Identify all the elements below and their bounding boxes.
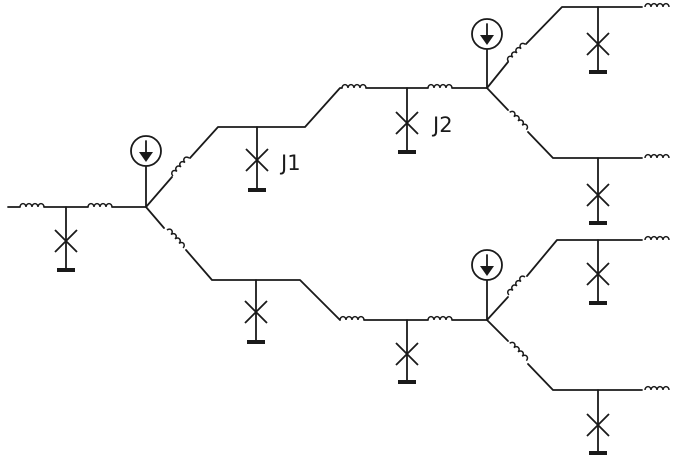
inductor-icon bbox=[508, 109, 530, 131]
josephson-junction-icon bbox=[586, 6, 610, 71]
inductor-icon bbox=[644, 385, 670, 391]
inductor-icon bbox=[166, 227, 187, 249]
current-source-icon bbox=[130, 135, 162, 208]
josephson-junction-icon bbox=[54, 206, 78, 269]
josephson-junction-icon bbox=[244, 279, 268, 341]
inductor-icon bbox=[505, 274, 526, 296]
inductor-icon bbox=[339, 315, 365, 321]
inductor-icon bbox=[644, 2, 670, 8]
josephson-junction-icon bbox=[586, 239, 610, 302]
current-source-icon bbox=[471, 249, 503, 321]
josephson-junction-icon bbox=[395, 319, 419, 381]
wires bbox=[7, 6, 643, 391]
josephson-junction-icon bbox=[395, 87, 419, 151]
josephson-junction-icon bbox=[586, 157, 610, 222]
inductor-icon bbox=[19, 202, 45, 208]
inductor-icon bbox=[341, 83, 367, 89]
inductor-icon bbox=[427, 83, 453, 89]
label-j1: J1 bbox=[279, 151, 301, 175]
josephson-junction-icon bbox=[586, 389, 610, 452]
inductor-icon bbox=[427, 315, 453, 321]
inductor-icon bbox=[87, 202, 113, 208]
inductor-icon bbox=[505, 41, 527, 63]
inductor-icon bbox=[508, 340, 530, 362]
current-source-icon bbox=[471, 18, 503, 89]
inductor-icon bbox=[644, 235, 670, 241]
josephson-junction-icon bbox=[245, 126, 269, 189]
inductor-icon bbox=[169, 155, 190, 177]
label-j2: J2 bbox=[431, 113, 453, 137]
inductor-icon bbox=[644, 153, 670, 159]
